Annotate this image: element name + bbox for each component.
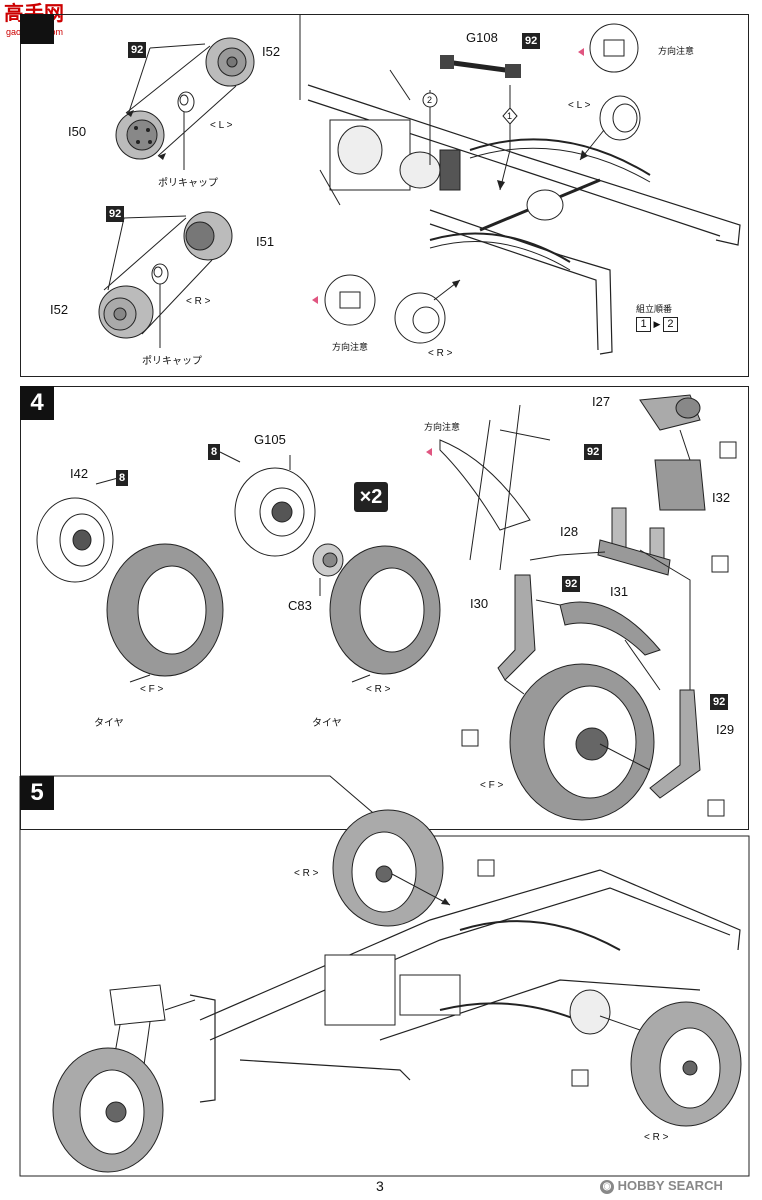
step3-r-polycap-label: ポリキャップ	[142, 356, 202, 367]
step4-right-leg-paint: 92	[710, 694, 729, 710]
step4-rear-rim-part: G105	[254, 432, 286, 447]
step3-l-part-top: I52	[262, 44, 281, 59]
step3-assembly-order: 1 ▶ 2	[636, 317, 678, 332]
step4-fork-side-label: < F >	[480, 780, 504, 791]
step5-number: 5	[20, 776, 54, 810]
step4-direction-note: 方向注意	[424, 422, 461, 432]
step4-part-i31: I31	[610, 584, 629, 599]
step3-assembly-order-label: 組立順番	[636, 304, 673, 314]
step4-part-i27: I27	[592, 394, 611, 409]
step3-r-part-bottom: I52	[50, 302, 69, 317]
step4-multiplier-badge: ×2	[354, 482, 388, 512]
step5-rear-bottom-label: < R >	[644, 1132, 669, 1143]
page-number: 3	[376, 1178, 384, 1194]
step4-part-i29: I29	[716, 722, 735, 737]
assembly-order-first: 1	[636, 317, 651, 332]
step4-front-side-label: < F >	[140, 684, 164, 695]
step4-front-rim-part: I42	[70, 466, 89, 481]
step3-bottom-direction-note: 方向注意	[332, 342, 369, 352]
step4-rear-tire-label: タイヤ	[312, 718, 342, 729]
watermark-logo-icon: ◉	[600, 1179, 614, 1194]
step4-front-rim-paint: 8	[116, 470, 129, 486]
step3-order-1-diamond: 1	[507, 111, 513, 121]
step4-rear-rim-paint: 8	[208, 444, 221, 460]
assembly-order-second: 2	[662, 317, 678, 332]
step3-l-polycap-label: ポリキャップ	[158, 178, 218, 189]
step3-driveshaft-paint: 92	[522, 33, 541, 49]
step3-l-side-label: < L >	[210, 120, 233, 131]
step3-l-paint-badge: 92	[128, 42, 147, 58]
step4-fender-paint: 92	[562, 576, 581, 592]
step4-part-i32: I32	[712, 490, 731, 505]
step4-rear-side-label: < R >	[366, 684, 391, 695]
assembly-order-arrow-icon: ▶	[653, 319, 661, 329]
step4-number: 4	[20, 386, 54, 420]
step3-order-2-circle: 2	[427, 95, 433, 105]
step3-r-paint-badge: 92	[106, 206, 125, 222]
step5-rear-top-label: < R >	[294, 868, 319, 879]
step3-r-side-label: < R >	[186, 296, 211, 307]
step3-r-part-top: I51	[256, 234, 275, 249]
step3-driveshaft-part: G108	[466, 30, 498, 45]
step4-part-i30: I30	[470, 596, 489, 611]
step3-right-direction-note: 方向注意	[658, 46, 695, 56]
step3-l-part-bottom: I50	[68, 124, 87, 139]
step3-right-side-label: < L >	[568, 100, 591, 111]
hobby-search-watermark: ◉ HOBBY SEARCH	[600, 1178, 723, 1194]
step3-bottom-side-label: < R >	[428, 348, 453, 359]
step3-number	[20, 14, 54, 44]
step3-frame	[20, 14, 749, 377]
step4-part-i28: I28	[560, 524, 579, 539]
step4-fork-paint: 92	[584, 444, 603, 460]
step4-front-tire-label: タイヤ	[94, 718, 124, 729]
watermark-text: HOBBY SEARCH	[617, 1178, 723, 1193]
step4-rear-hub-part: C83	[288, 598, 312, 613]
